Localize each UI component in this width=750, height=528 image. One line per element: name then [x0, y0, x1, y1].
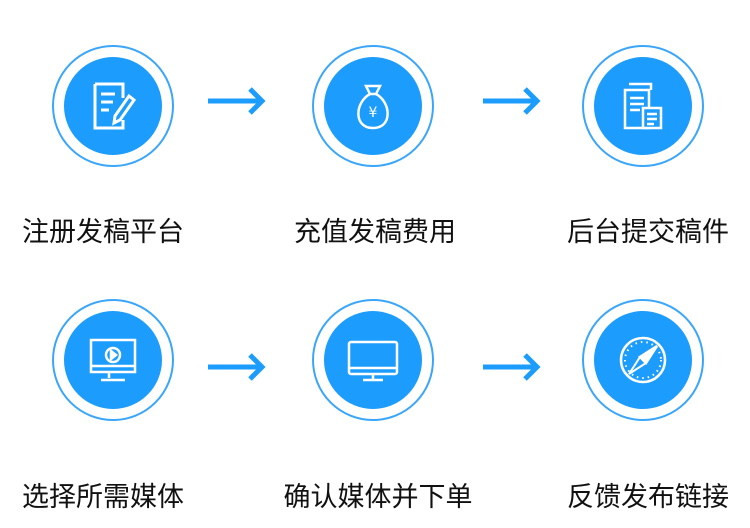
step-register [52, 45, 174, 167]
documents-icon [594, 57, 692, 155]
arrow-right-icon [483, 353, 541, 381]
circle-ring [312, 299, 434, 421]
step-feedback-link [582, 299, 704, 421]
step-recharge: ¥ [312, 45, 434, 167]
step-confirm-order [312, 299, 434, 421]
circle-ring [312, 45, 434, 167]
step-label: 注册发稿平台 [22, 217, 184, 248]
circle-ring [582, 45, 704, 167]
step-label: 选择所需媒体 [22, 482, 184, 513]
money-bag-icon: ¥ [324, 57, 422, 155]
arrow-right-icon [208, 87, 266, 115]
step-label: 充值发稿费用 [294, 217, 456, 248]
step-label: 后台提交稿件 [567, 217, 729, 248]
step-submit [582, 45, 704, 167]
arrow-right-icon [208, 353, 266, 381]
step-label: 反馈发布链接 [567, 482, 729, 513]
circle-ring [52, 299, 174, 421]
arrow-right-icon [483, 87, 541, 115]
video-monitor-icon [64, 311, 162, 409]
step-choose-media [52, 299, 174, 421]
compass-icon [594, 311, 692, 409]
monitor-icon [324, 311, 422, 409]
circle-ring [52, 45, 174, 167]
document-edit-icon [64, 57, 162, 155]
step-label: 确认媒体并下单 [283, 482, 473, 513]
circle-ring [582, 299, 704, 421]
svg-text:¥: ¥ [369, 105, 378, 121]
